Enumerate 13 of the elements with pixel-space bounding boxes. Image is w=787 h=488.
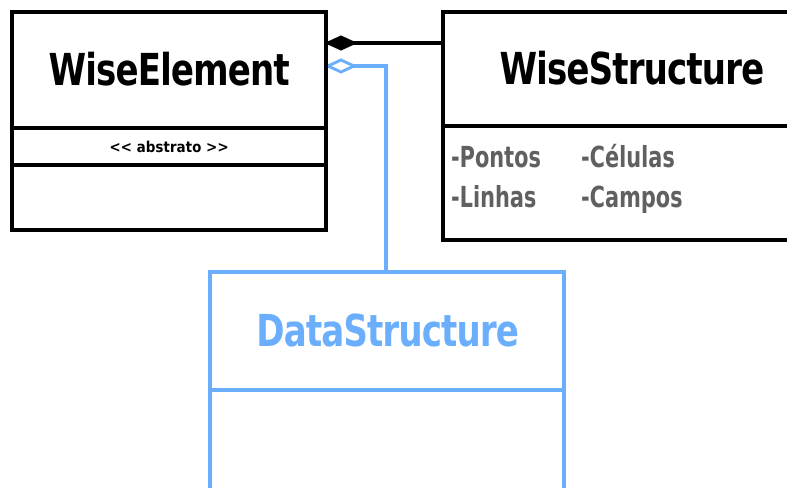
class-box bbox=[10, 10, 328, 232]
class-box bbox=[208, 270, 566, 488]
attribute: -Células bbox=[581, 140, 676, 174]
class-box bbox=[441, 10, 787, 242]
class-name: WiseStructure bbox=[499, 44, 763, 94]
class-name: WiseElement bbox=[48, 44, 290, 96]
composition-connector bbox=[326, 36, 441, 50]
aggregation-connector bbox=[326, 58, 388, 270]
attribute: -Linhas bbox=[451, 180, 538, 214]
stereotype-label: << abstrato >> bbox=[109, 138, 229, 156]
attribute: -Campos bbox=[581, 180, 684, 214]
attribute: -Pontos bbox=[451, 140, 542, 174]
class-name: DataStructure bbox=[256, 306, 518, 356]
